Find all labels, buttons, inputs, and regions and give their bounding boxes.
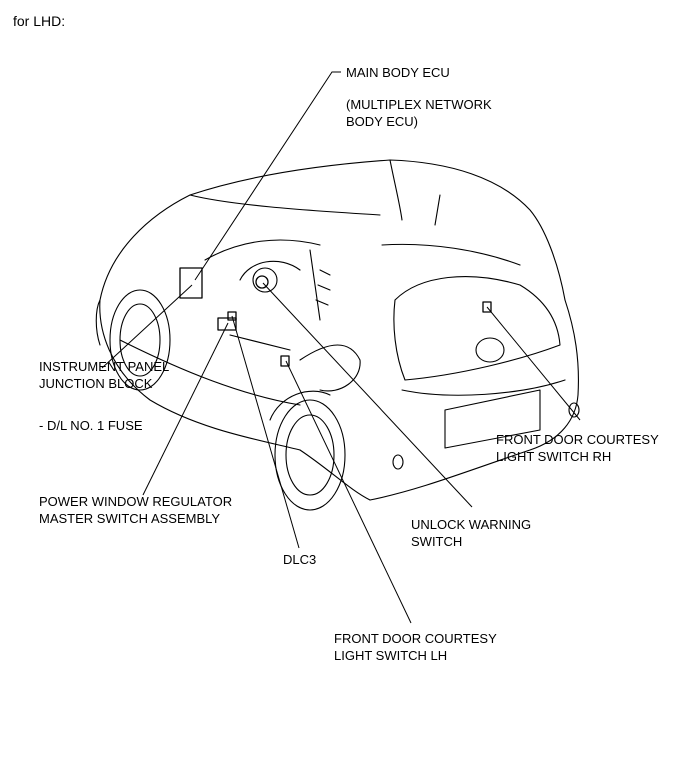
label-multiplex-line2: BODY ECU) bbox=[346, 114, 418, 129]
leader-main-body-ecu bbox=[194, 71, 341, 281]
leader-lines bbox=[101, 71, 581, 624]
leader-fdcs-lh bbox=[285, 360, 412, 624]
rear-wheel-left bbox=[95, 289, 171, 391]
diagram-header: for LHD: bbox=[13, 13, 66, 29]
label-fdcs-lh-line1: FRONT DOOR COURTESY bbox=[334, 631, 497, 646]
label-unlock-line2: SWITCH bbox=[411, 534, 463, 549]
label-ipjb-line2: JUNCTION BLOCK bbox=[39, 376, 153, 391]
tail-lights bbox=[392, 337, 580, 470]
component-markers bbox=[179, 267, 492, 367]
label-fdcs-rh-line1: FRONT DOOR COURTESY bbox=[496, 432, 659, 447]
label-fdcs-rh-line2: LIGHT SWITCH RH bbox=[496, 449, 612, 464]
label-fuse: - D/L NO. 1 FUSE bbox=[39, 418, 143, 433]
main-body-ecu-marker bbox=[227, 311, 237, 321]
label-pwr-line2: MASTER SWITCH ASSEMBLY bbox=[39, 511, 221, 526]
leader-dlc3 bbox=[231, 315, 300, 549]
label-unlock-line1: UNLOCK WARNING bbox=[411, 517, 532, 532]
power-window-switch-marker bbox=[217, 317, 237, 331]
fdcs-rh-marker bbox=[482, 301, 492, 313]
label-ipjb-line1: INSTRUMENT PANEL bbox=[39, 359, 170, 374]
instrument-panel-junction-block-marker bbox=[179, 267, 203, 299]
label-dlc3: DLC3 bbox=[283, 552, 317, 567]
label-main-body-ecu: MAIN BODY ECU bbox=[346, 65, 450, 80]
unlock-warning-switch-marker bbox=[255, 275, 269, 289]
front-wheel-left bbox=[269, 390, 346, 511]
label-fdcs-lh-line2: LIGHT SWITCH LH bbox=[334, 648, 448, 663]
leader-ipjb bbox=[101, 284, 193, 369]
interior-details bbox=[204, 239, 331, 351]
dlc3-marker bbox=[280, 355, 290, 367]
label-multiplex-line1: (MULTIPLEX NETWORK bbox=[346, 97, 492, 112]
leader-unlock-warning bbox=[262, 282, 473, 508]
leader-pwr-switch bbox=[142, 322, 229, 496]
leader-fdcs-rh bbox=[486, 306, 581, 421]
label-pwr-line1: POWER WINDOW REGULATOR bbox=[39, 494, 233, 509]
